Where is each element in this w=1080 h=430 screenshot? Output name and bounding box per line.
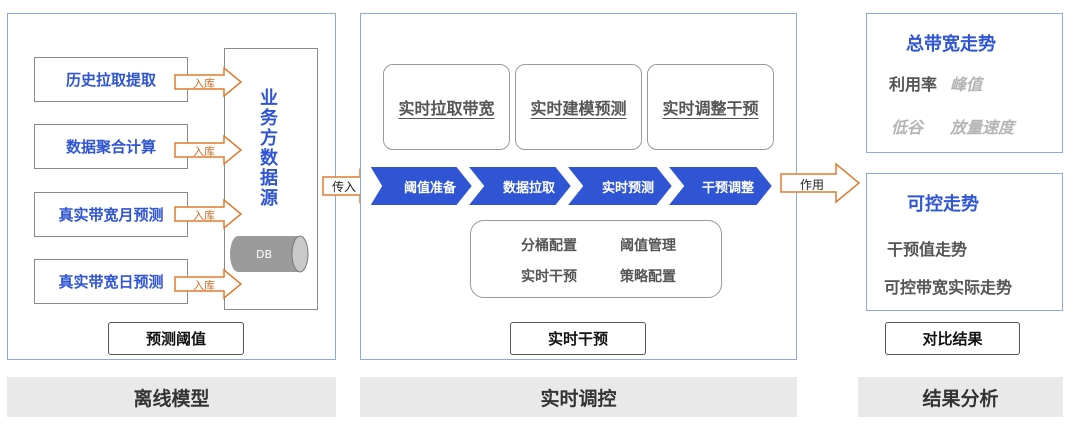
tag-realtime-intervention: 实时干预	[510, 322, 646, 355]
box-realtime-pull: 实时拉取带宽	[383, 64, 510, 150]
control-trend-title: 可控走势	[907, 194, 979, 215]
footer-offline-model: 离线模型	[7, 377, 336, 417]
box-realtime-modeling: 实时建模预测	[515, 64, 642, 150]
controllable-bw-trend-item: 可控带宽实际走势	[884, 278, 1013, 297]
step-label-3: 实时预测	[601, 180, 654, 196]
step-data-pull	[465, 166, 574, 206]
store-label-3: 入库	[193, 209, 215, 222]
db-cylinder-icon	[230, 235, 309, 273]
utilization-text: 利用率	[889, 75, 938, 94]
footer-result-analysis: 结果分析	[858, 377, 1063, 417]
step-label-1: 阈值准备	[403, 180, 456, 196]
control-trend-panel	[866, 173, 1063, 311]
store-arrow-4	[174, 268, 243, 300]
store-arrow-2	[174, 134, 243, 166]
datasource-title: 业务方数据源	[257, 88, 278, 208]
store-arrow-3	[174, 198, 243, 230]
db-label: DB	[255, 247, 273, 261]
ramp-speed-text: 放量速度	[950, 118, 1015, 137]
source-daily-forecast: 真实带宽日预测	[34, 259, 188, 304]
step-label-4: 干预调整	[701, 180, 754, 196]
tag-forecast-threshold: 预测阈值	[108, 322, 244, 355]
config-threshold-mgmt: 阈值管理	[620, 238, 676, 254]
peak-text: 峰值	[950, 75, 983, 94]
output-arrow	[780, 162, 861, 204]
store-label-1: 入库	[193, 77, 215, 90]
intervention-trend-item: 干预值走势	[887, 240, 968, 259]
store-arrow-1	[174, 66, 243, 98]
source-monthly-forecast: 真实带宽月预测	[34, 192, 188, 237]
input-arrow-label: 传入	[332, 180, 357, 194]
total-trend-panel	[866, 13, 1063, 153]
source-history-pull: 历史拉取提取	[34, 57, 188, 102]
store-label-4: 入库	[193, 279, 215, 292]
source-data-aggregation: 数据聚合计算	[34, 124, 188, 169]
total-trend-line2: 低谷 放量速度	[891, 114, 1014, 138]
footer-realtime-control: 实时调控	[360, 377, 797, 417]
store-label-2: 入库	[193, 145, 215, 158]
step-intervention-adjust	[665, 166, 774, 206]
step-realtime-predict	[564, 166, 675, 206]
valley-text: 低谷	[891, 118, 924, 137]
output-arrow-label: 作用	[800, 178, 825, 192]
pipeline-chevrons	[369, 166, 774, 206]
step-threshold-prep	[369, 166, 475, 206]
total-trend-line1: 利用率 峰值	[889, 71, 982, 95]
config-box	[470, 220, 722, 298]
tag-comparison-result: 对比结果	[885, 322, 1020, 355]
box-realtime-adjust: 实时调整干预	[647, 64, 774, 150]
config-bucket: 分桶配置	[521, 238, 577, 254]
config-realtime-intervene: 实时干预	[521, 269, 577, 285]
total-trend-title: 总带宽走势	[906, 34, 996, 55]
step-label-2: 数据拉取	[502, 180, 555, 196]
config-strategy: 策略配置	[620, 269, 676, 285]
